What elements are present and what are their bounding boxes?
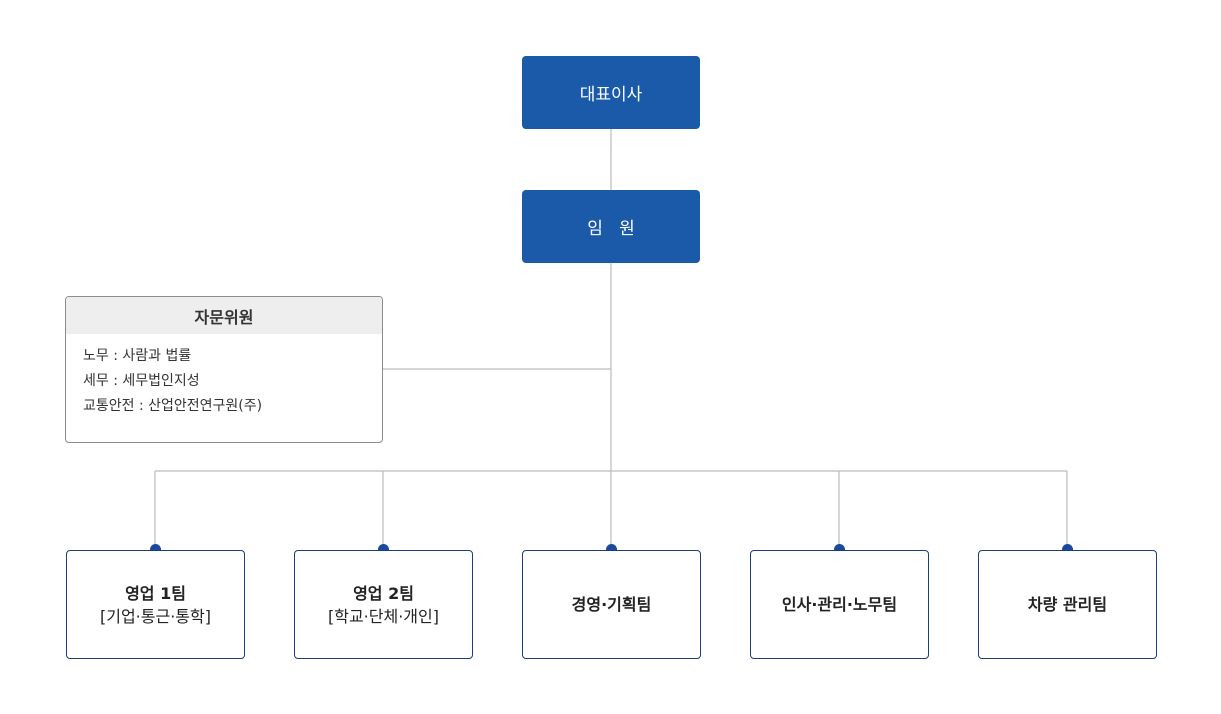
advisory-committee-box: 자문위원 노무 : 사람과 법률 세무 : 세무법인지성 교통안전 : 산업안전… xyxy=(65,296,383,443)
team-management-planning: 경영·기획팀 xyxy=(522,550,701,659)
connector-dot xyxy=(150,544,161,555)
executive-box: 임 원 xyxy=(522,190,700,263)
team-name: 차량 관리팀 xyxy=(1027,595,1108,614)
team-vehicle-management: 차량 관리팀 xyxy=(978,550,1157,659)
team-scope: [기업·통근·통학] xyxy=(100,606,211,626)
advisory-list: 노무 : 사람과 법률 세무 : 세무법인지성 교통안전 : 산업안전연구원(주… xyxy=(66,334,382,419)
advisory-item: 노무 : 사람과 법률 xyxy=(83,348,192,364)
team-name: 인사·관리·노무팀 xyxy=(781,595,898,614)
connector-dot xyxy=(378,544,389,555)
advisory-title: 자문위원 xyxy=(66,297,382,334)
team-scope: [학교·단체·개인] xyxy=(328,606,439,626)
connector-dot xyxy=(834,544,845,555)
advisory-item: 세무 : 세무법인지성 xyxy=(83,373,200,389)
ceo-label: 대표이사 xyxy=(579,85,643,105)
connector-dot xyxy=(606,544,617,555)
ceo-box: 대표이사 xyxy=(522,56,700,129)
connector-dot xyxy=(1062,544,1073,555)
team-sales-1: 영업 1팀 [기업·통근·통학] xyxy=(66,550,245,659)
team-name: 경영·기획팀 xyxy=(571,595,652,614)
executive-label: 임 원 xyxy=(587,219,635,239)
team-name: 영업 2팀 xyxy=(353,583,414,603)
team-hr-admin-labor: 인사·관리·노무팀 xyxy=(750,550,929,659)
team-sales-2: 영업 2팀 [학교·단체·개인] xyxy=(294,550,473,659)
team-name: 영업 1팀 xyxy=(125,583,186,603)
advisory-item: 교통안전 : 산업안전연구원(주) xyxy=(83,398,263,414)
